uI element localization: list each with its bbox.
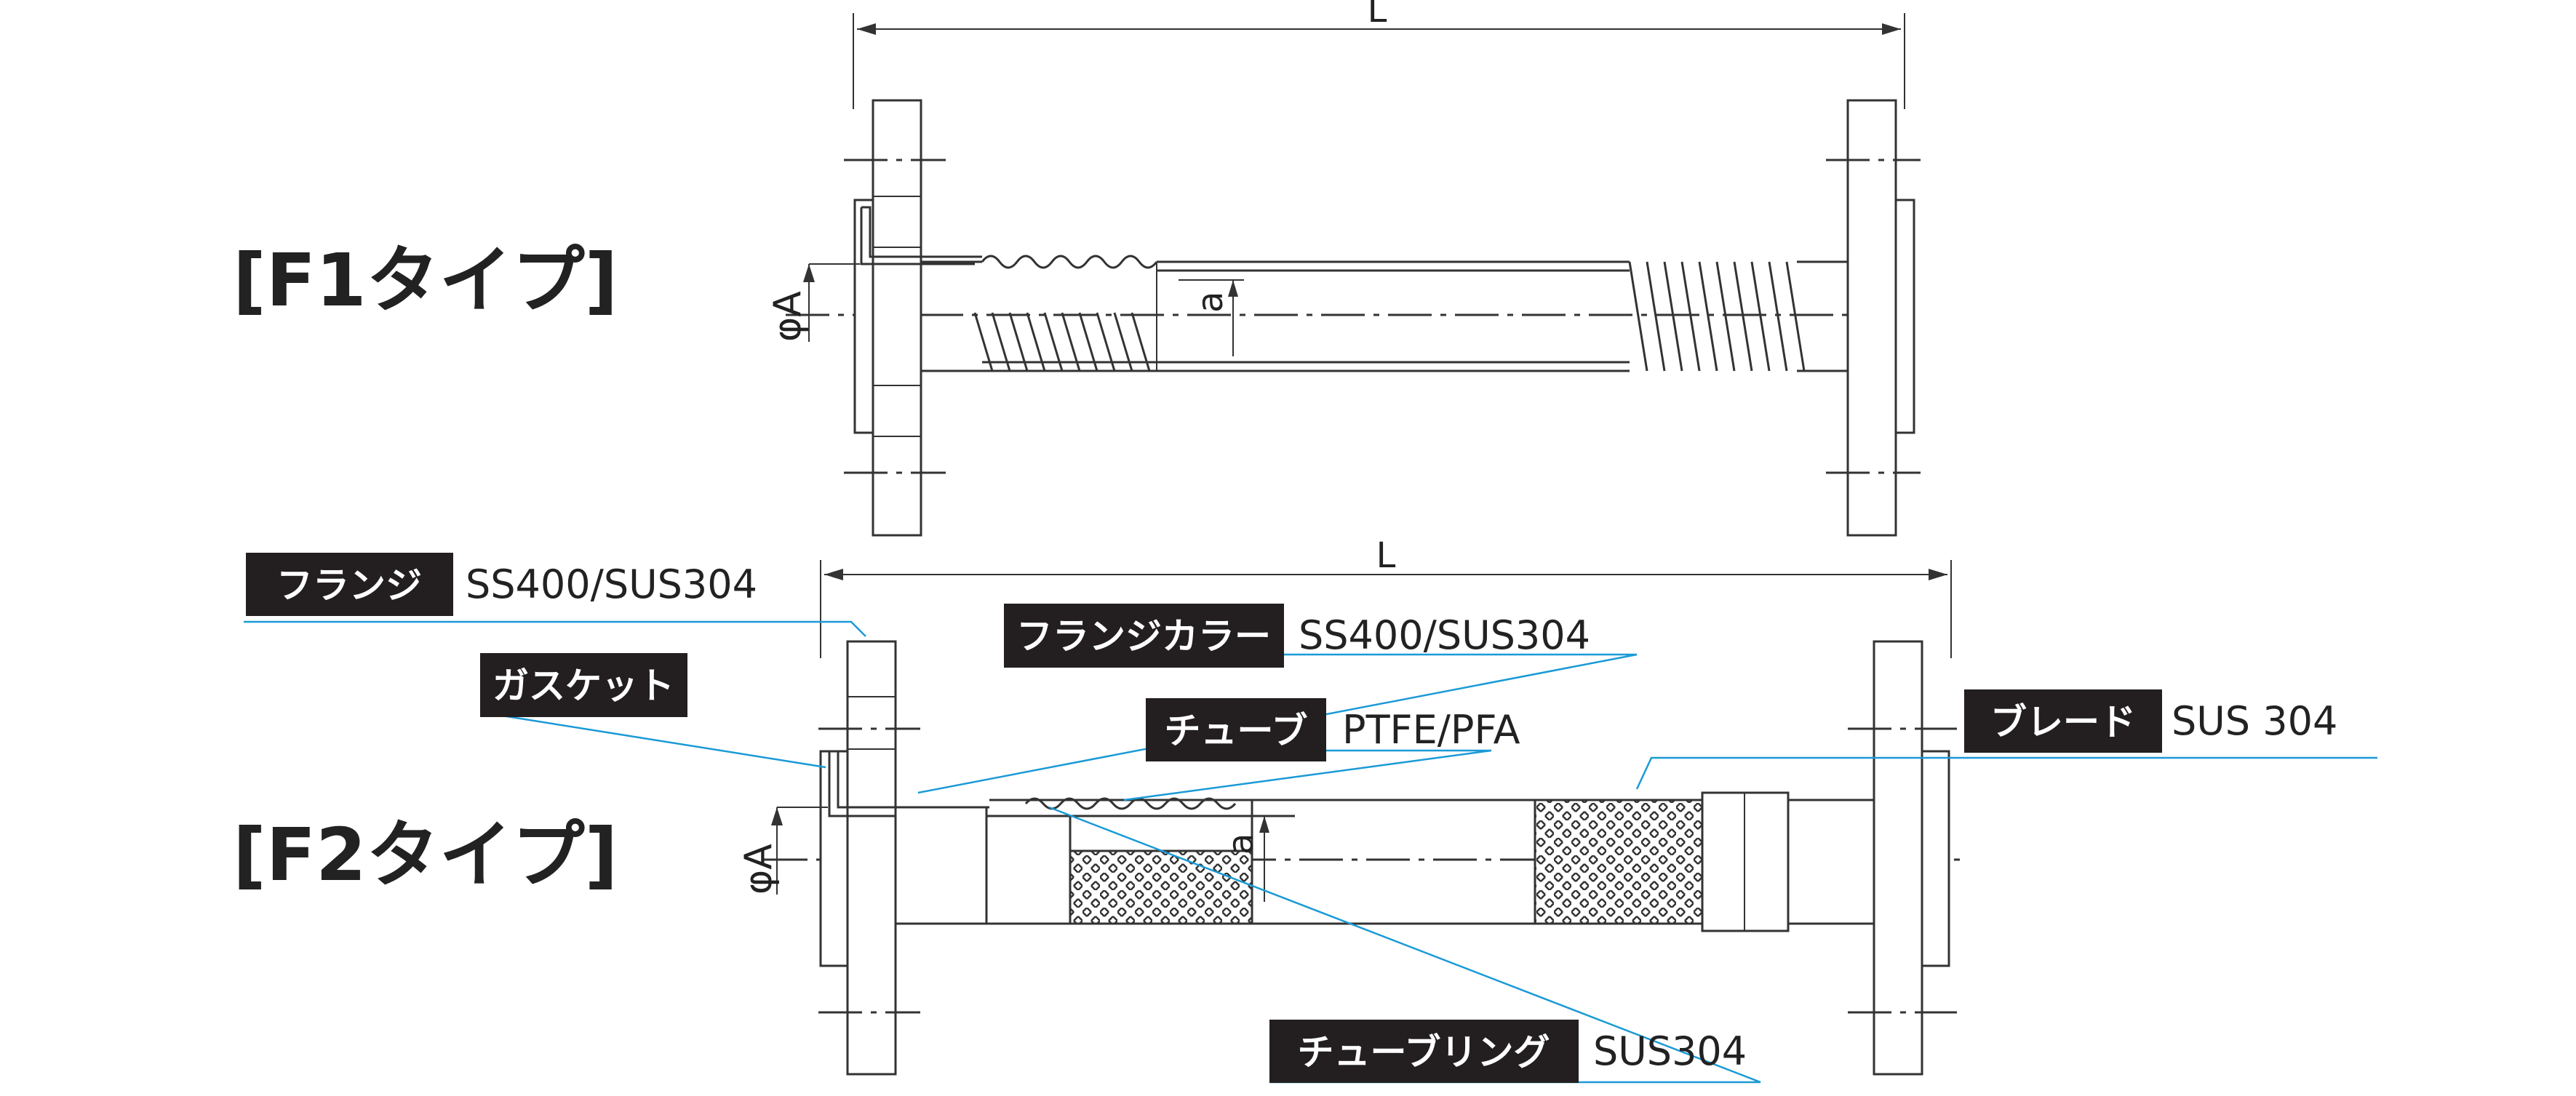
part-material-tube: PTFE/PFA bbox=[1342, 707, 1520, 753]
part-callout-tube: チューブ PTFE/PFA bbox=[1146, 698, 1520, 761]
f2-right-flange bbox=[1848, 640, 1957, 1076]
part-label-gasket: ガスケット bbox=[493, 665, 674, 707]
f2-drawing: [F2タイプ] L bbox=[233, 535, 2377, 1084]
f2-left-flange bbox=[818, 640, 989, 1076]
part-callout-gasket: ガスケット bbox=[480, 653, 687, 717]
f1-hose-body bbox=[921, 255, 1848, 372]
f2-dimension-A: φA bbox=[737, 807, 828, 895]
part-callout-braid: ブレード SUS 304 bbox=[1964, 689, 2337, 753]
f1-dimension-L: L bbox=[853, 0, 1905, 109]
f1-dim-A-label: φA bbox=[766, 291, 810, 342]
f2-dim-a-label: a bbox=[1221, 833, 1261, 855]
f1-dimension-a: a bbox=[1179, 279, 1244, 356]
part-callout-flange-collar: フランジカラー SS400/SUS304 bbox=[1004, 604, 1590, 668]
f2-dimension-L: L bbox=[820, 535, 1952, 658]
part-material-braid: SUS 304 bbox=[2172, 698, 2337, 744]
part-label-tube-ring: チューブリング bbox=[1298, 1031, 1550, 1073]
f1-dim-a-label: a bbox=[1190, 292, 1231, 313]
f2-braid-right bbox=[1534, 799, 1704, 925]
f1-left-flange bbox=[844, 99, 982, 537]
f2-hose-body bbox=[894, 791, 1875, 932]
f1-dim-L-label: L bbox=[1368, 0, 1387, 31]
f2-braid-left bbox=[1069, 849, 1253, 925]
f1-right-flange bbox=[1826, 99, 1921, 537]
f2-dim-A-label: φA bbox=[737, 844, 781, 895]
part-callout-flange: フランジ SS400/SUS304 bbox=[246, 553, 757, 616]
f2-dim-L-label: L bbox=[1376, 535, 1396, 576]
part-label-flange-collar: フランジカラー bbox=[1016, 615, 1271, 657]
part-label-braid: ブレード bbox=[1990, 701, 2136, 743]
part-label-flange: フランジ bbox=[276, 564, 422, 607]
f1-drawing: [F1タイプ] L bbox=[233, 0, 1921, 537]
part-material-flange: SS400/SUS304 bbox=[466, 561, 757, 607]
f2-dimension-a: a bbox=[1221, 816, 1269, 902]
part-material-tube-ring: SUS304 bbox=[1593, 1028, 1747, 1074]
f1-title: [F1タイプ] bbox=[233, 238, 618, 323]
part-label-tube: チューブ bbox=[1165, 710, 1308, 752]
part-callout-tube-ring: チューブリング SUS304 bbox=[1269, 1020, 1747, 1083]
f1-dimension-A: φA bbox=[766, 263, 860, 342]
part-material-flange-collar: SS400/SUS304 bbox=[1299, 612, 1590, 658]
f2-title: [F2タイプ] bbox=[233, 812, 618, 897]
